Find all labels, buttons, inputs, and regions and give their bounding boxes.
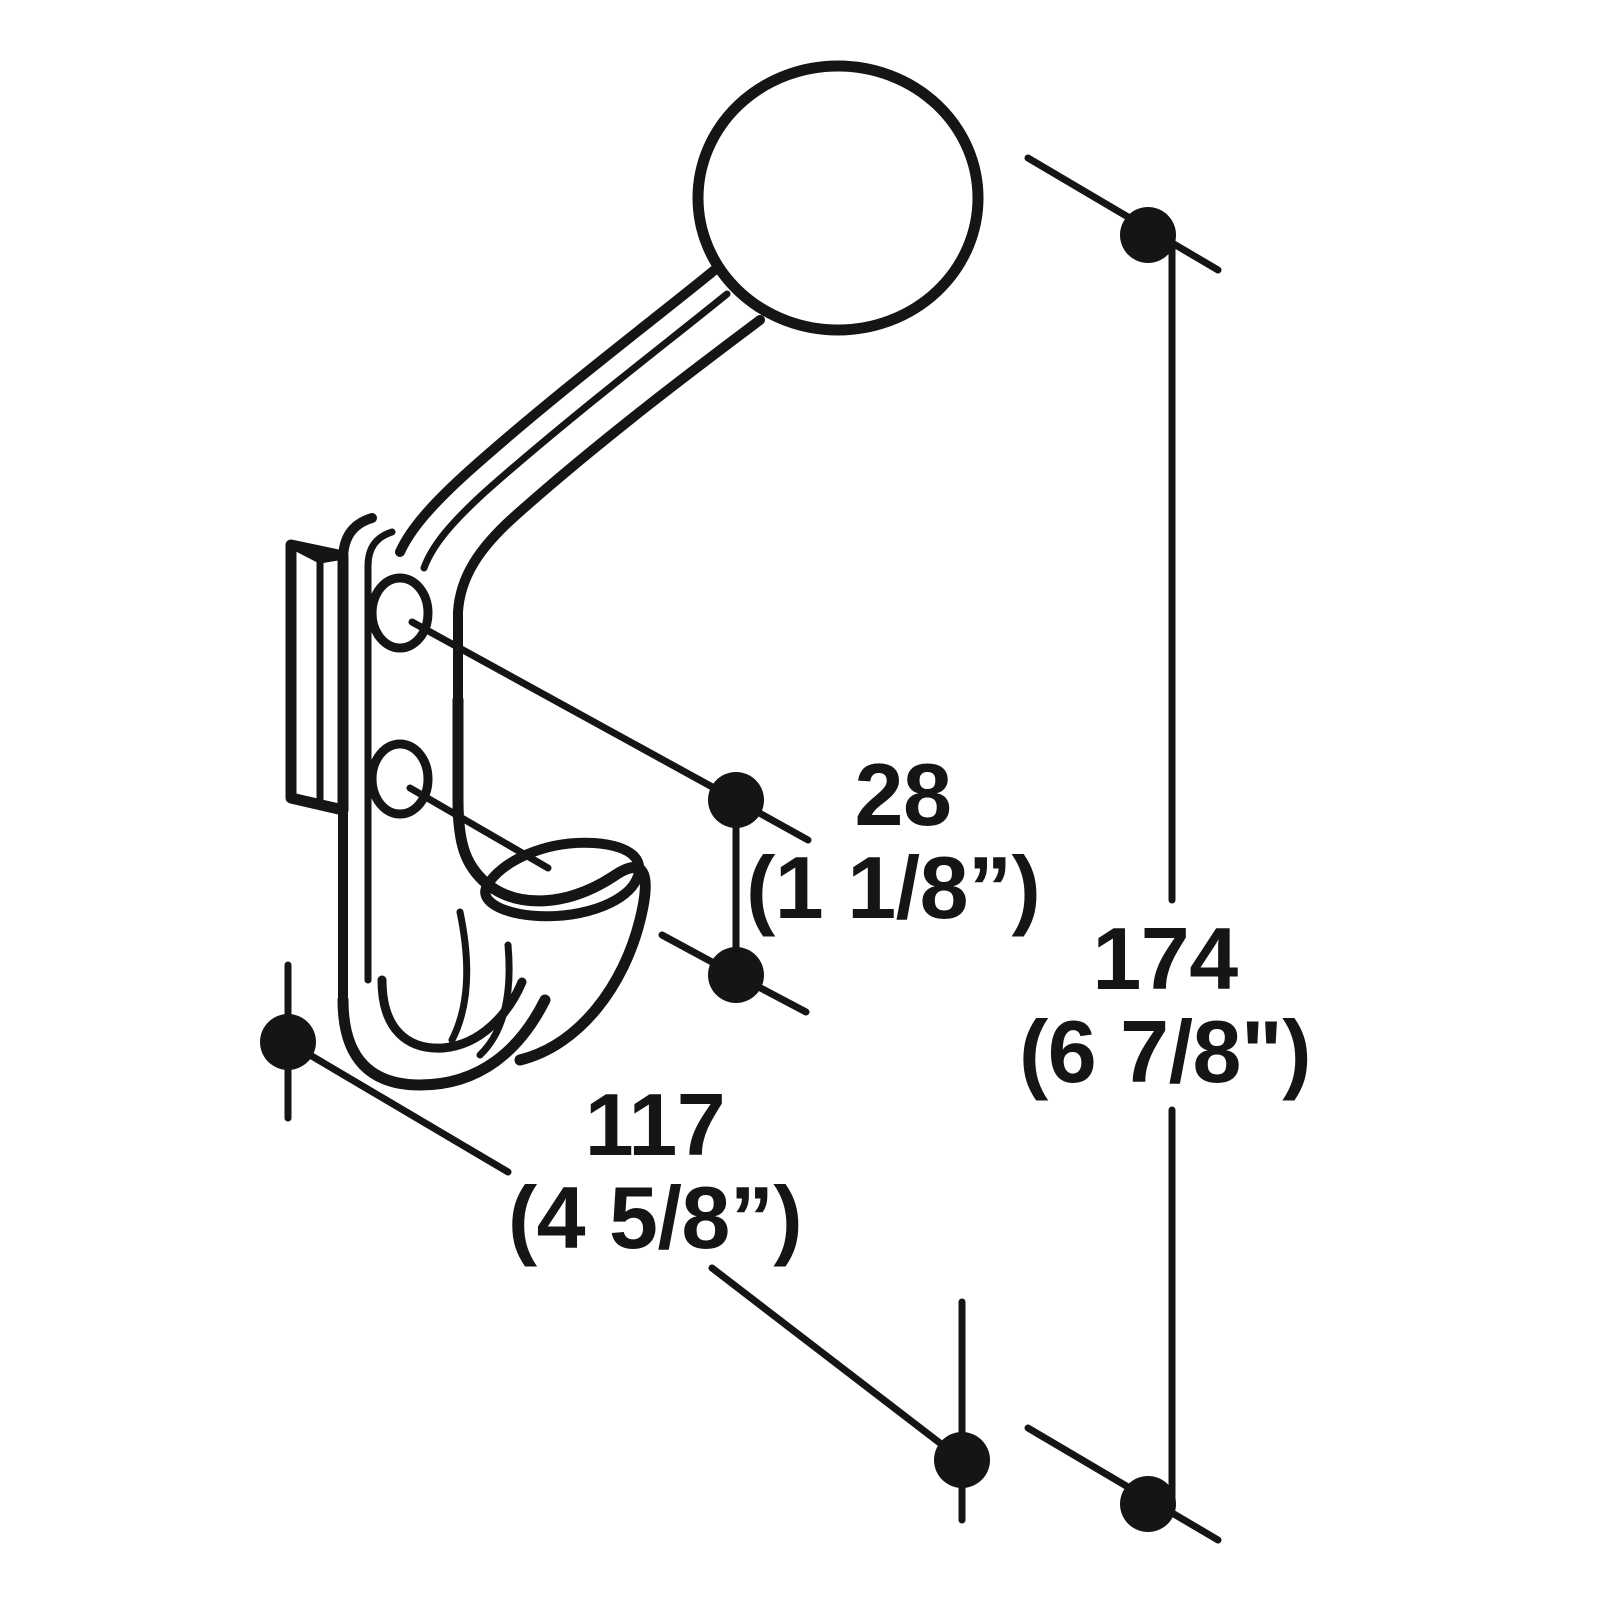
mounting-plate-ridge xyxy=(364,528,396,984)
upper-arm-outer-edge xyxy=(395,263,722,557)
j-hook-underside-line xyxy=(448,908,471,1044)
dimension-depth-metric: 28 xyxy=(854,745,952,844)
dimension-projection-imperial: (4 5/8”) xyxy=(507,1168,803,1268)
dimension-markers xyxy=(260,207,1176,1532)
marker-height-bottom xyxy=(1120,1476,1176,1532)
screw-hole-lower xyxy=(367,739,433,819)
screw-hole-upper xyxy=(367,573,433,653)
height-top-slash xyxy=(1024,154,1222,274)
dimension-label-depth: 28 (1 1/8”) xyxy=(746,745,1041,935)
ball-finial xyxy=(692,60,984,336)
marker-depth-top xyxy=(708,772,764,828)
projection-left-leader xyxy=(284,1038,512,1176)
upper-arm-inner-edge xyxy=(453,315,765,705)
lower-screw-hole-leader xyxy=(406,784,552,872)
marker-projection-left xyxy=(260,1014,316,1070)
marker-depth-bottom xyxy=(708,947,764,1003)
dimension-label-projection: 117 (4 5/8”) xyxy=(505,1078,805,1265)
j-hook-outer-curve xyxy=(337,994,551,1091)
j-hook-tip-rim xyxy=(480,837,645,922)
projection-right-leader xyxy=(708,1264,966,1464)
height-bottom-slash xyxy=(1024,1424,1222,1544)
dimension-height-metric: 174 xyxy=(1092,909,1238,1008)
depth-upper-leader xyxy=(408,618,740,804)
dimension-label-height: 174 (6 7/8") xyxy=(1000,912,1330,1099)
j-hook-body-right xyxy=(452,694,493,890)
upper-arm-ridge-line xyxy=(420,290,731,572)
dimension-height-imperial: (6 7/8") xyxy=(1018,1002,1312,1102)
j-hook-tip-inner-arc xyxy=(476,941,513,1059)
dimension-projection-metric: 117 xyxy=(584,1075,726,1174)
j-hook-tip-outer xyxy=(481,862,651,1066)
dimension-depth-imperial: (1 1/8”) xyxy=(746,838,1041,938)
marker-height-top xyxy=(1120,207,1176,263)
part-geometry xyxy=(285,60,984,1091)
dimension-lines xyxy=(284,154,1222,1544)
mounting-plate-side-face xyxy=(285,539,349,816)
marker-projection-right xyxy=(934,1432,990,1488)
